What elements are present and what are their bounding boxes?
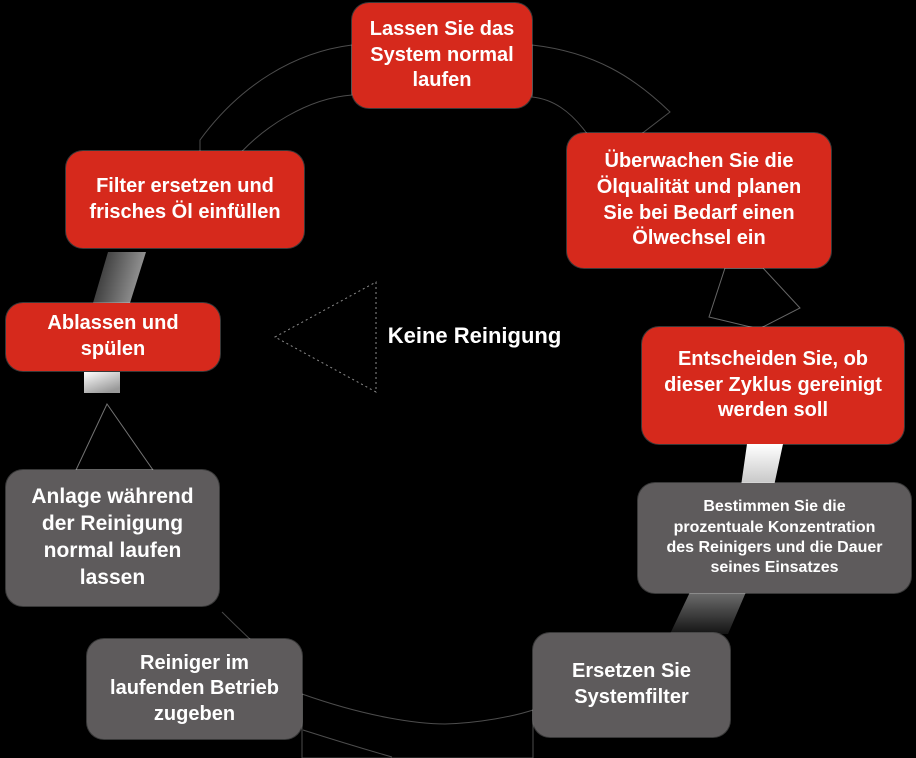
ring-segment-left-white bbox=[84, 372, 120, 393]
node-run-during-cleaning: Anlage während der Reinigung normal lauf… bbox=[6, 470, 219, 606]
node-label: Filter ersetzen und frisches Öl einfülle… bbox=[89, 174, 281, 223]
ring-arc-bottom bbox=[301, 693, 534, 758]
arrow-down-icon bbox=[708, 267, 801, 330]
node-replace-filter-fresh-oil: Filter ersetzen und frisches Öl einfülle… bbox=[66, 151, 304, 248]
ring-segment-right-white bbox=[741, 444, 783, 486]
node-monitor-oil-quality: Überwachen Sie die Ölqualität und planen… bbox=[567, 133, 831, 268]
node-drain-and-flush: Ablassen und spülen bbox=[6, 303, 220, 371]
ring-arc-top-left bbox=[199, 44, 353, 166]
node-label: Bestimmen Sie die prozentuale Konzentrat… bbox=[666, 498, 883, 577]
node-label: Anlage während der Reinigung normal lauf… bbox=[31, 485, 194, 589]
node-label: Überwachen Sie die Ölqualität und planen… bbox=[596, 150, 802, 250]
node-label: Entscheiden Sie, ob dieser Zyklus gerein… bbox=[664, 348, 882, 422]
node-run-system-normally: Lassen Sie das System normal laufen bbox=[352, 3, 532, 108]
node-label: Lassen Sie das System normal laufen bbox=[369, 18, 515, 92]
node-determine-concentration: Bestimmen Sie die prozentuale Konzentrat… bbox=[638, 483, 911, 593]
no-cleaning-arrow-icon bbox=[273, 281, 377, 393]
ring-segment-bottomright-dark bbox=[670, 592, 746, 634]
ring-arc-bottom-outer-edge bbox=[302, 729, 393, 758]
ring-arc-top-right bbox=[531, 44, 671, 136]
node-add-cleaner-during-operation: Reiniger im laufenden Betrieb zugeben bbox=[87, 639, 302, 739]
node-replace-system-filter: Ersetzen Sie Systemfilter bbox=[533, 633, 730, 737]
center-no-cleaning-label: Keine Reinigung bbox=[387, 323, 562, 348]
arrow-up-icon bbox=[75, 403, 154, 471]
ring-segment-topleft-gray bbox=[93, 252, 146, 303]
node-decide-cleaning: Entscheiden Sie, ob dieser Zyklus gerein… bbox=[642, 327, 904, 444]
node-label: Reiniger im laufenden Betrieb zugeben bbox=[110, 651, 279, 725]
node-label: Ablassen und spülen bbox=[47, 312, 179, 360]
node-label: Ersetzen Sie Systemfilter bbox=[572, 660, 691, 708]
